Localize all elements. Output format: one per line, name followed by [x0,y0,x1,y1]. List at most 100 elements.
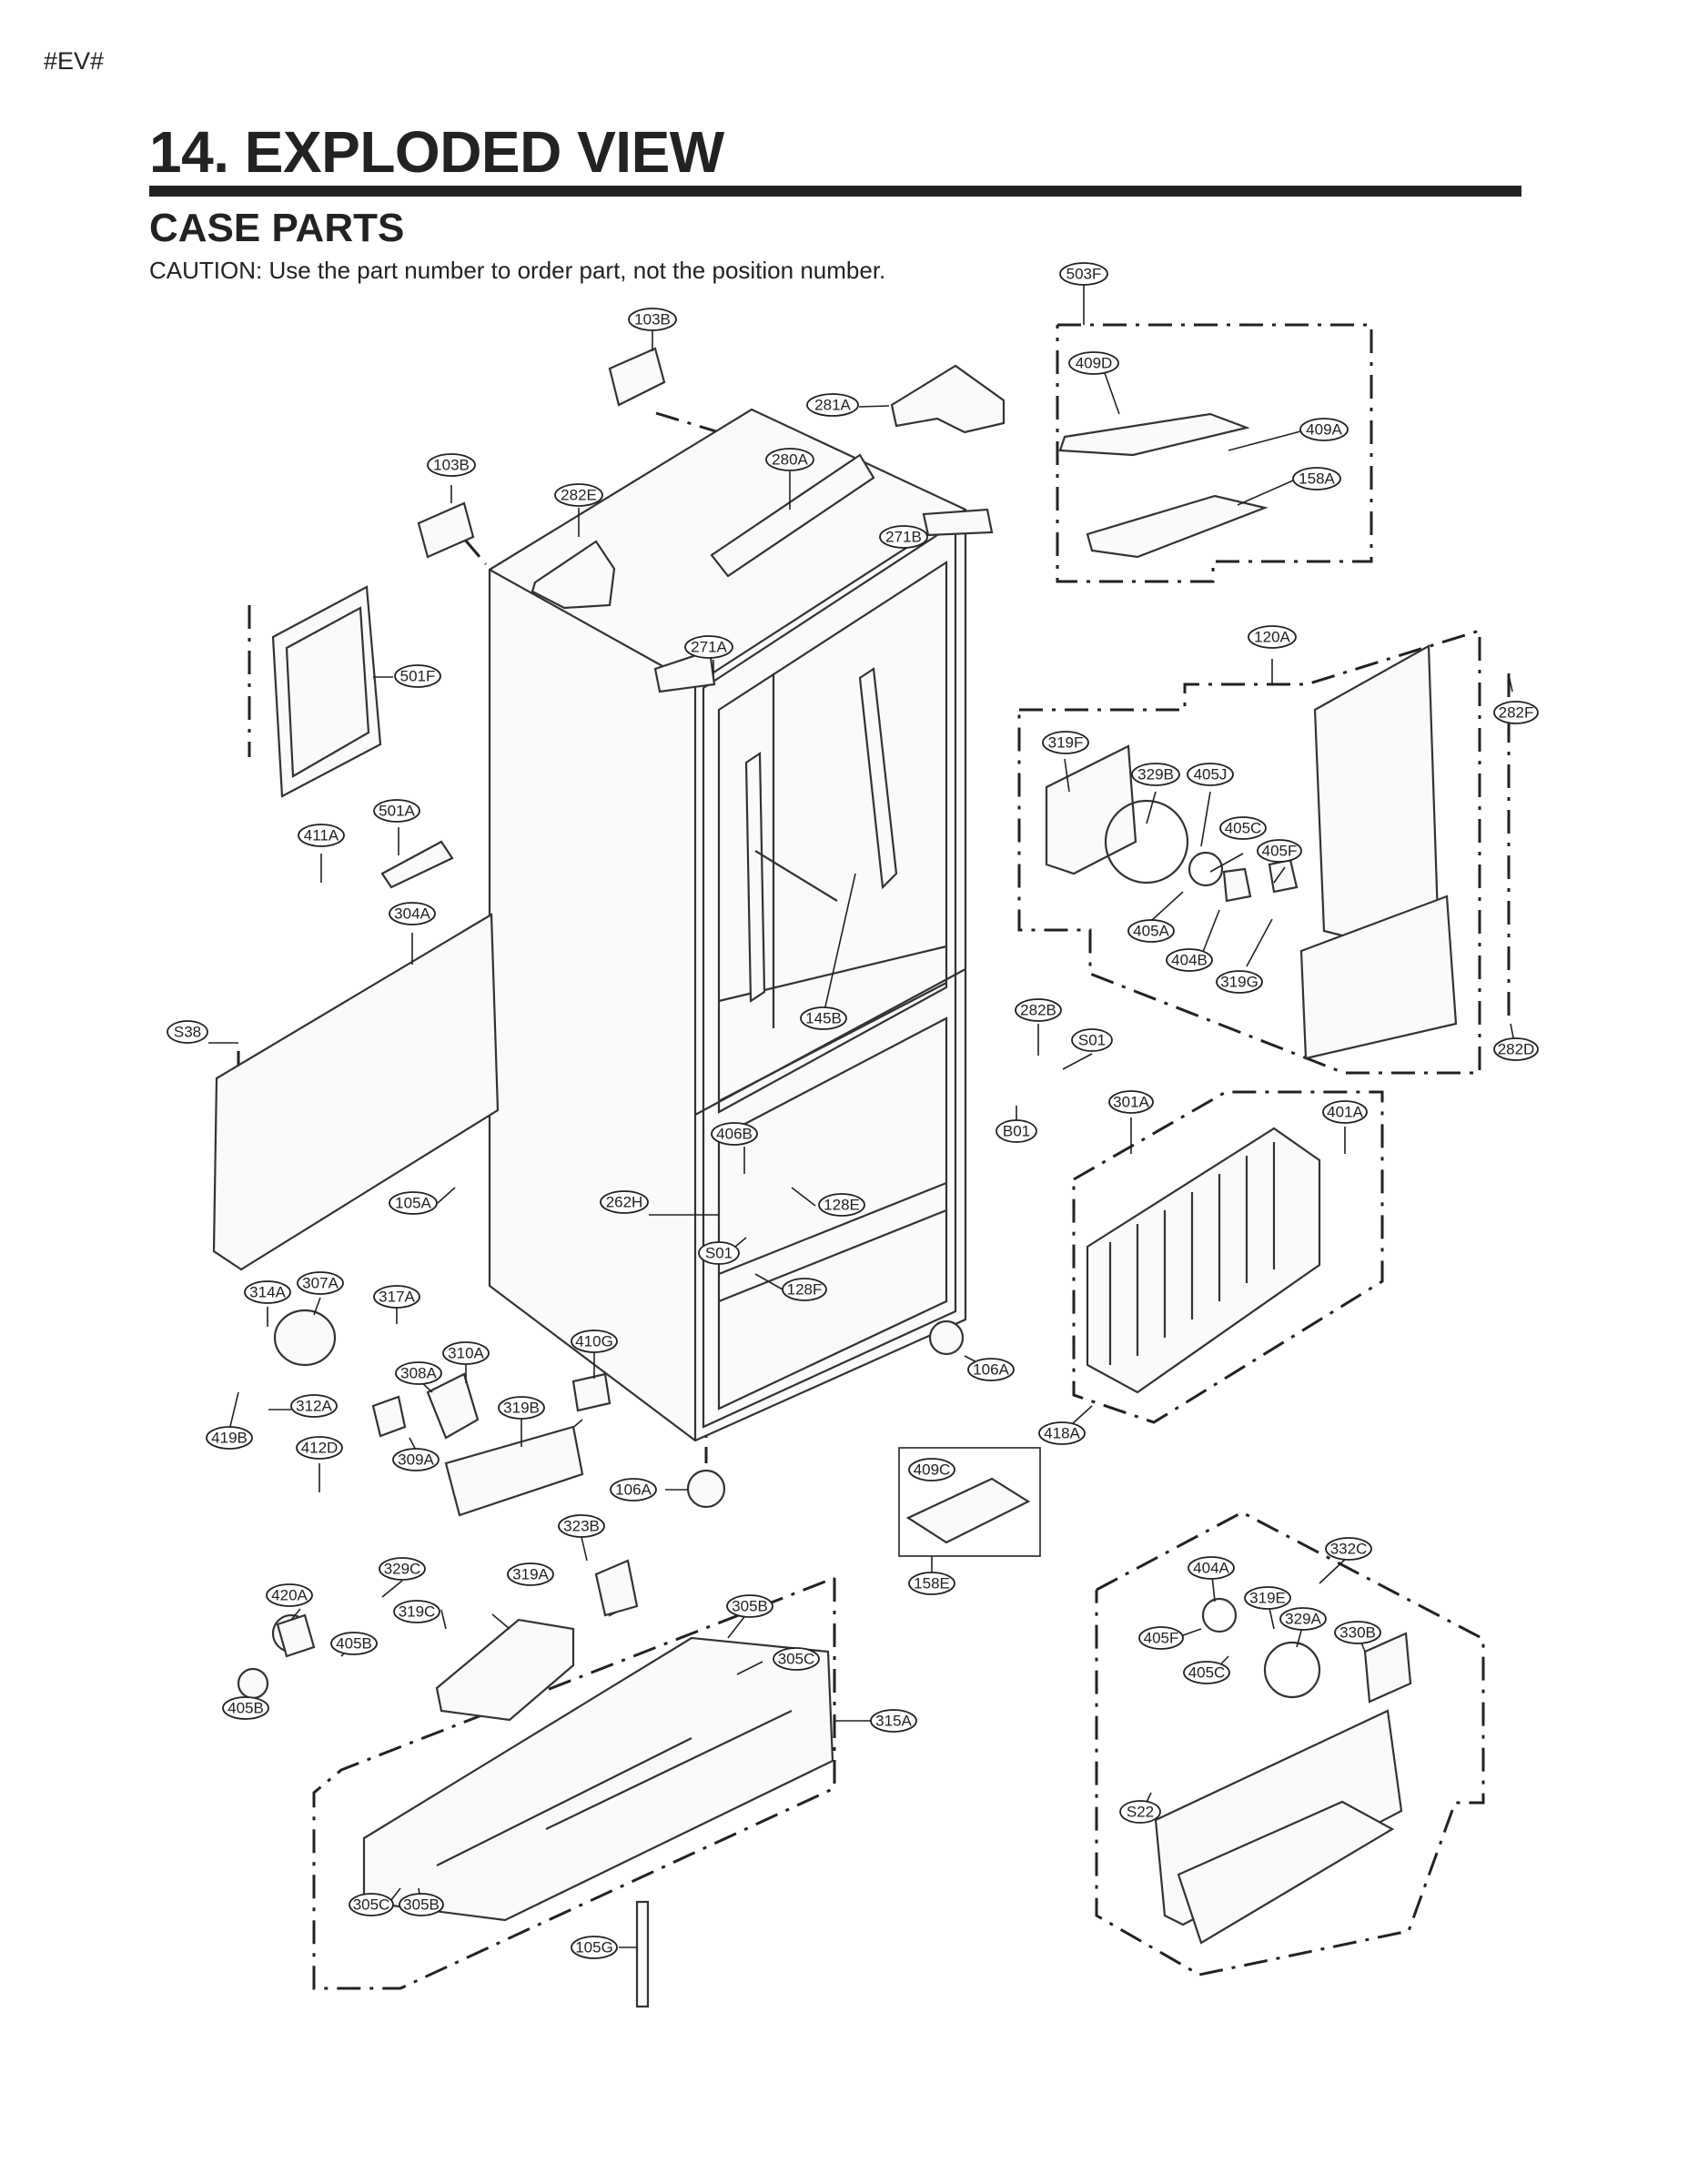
callout-418a: 418A [1038,1421,1086,1445]
svg-text:128E: 128E [824,1197,860,1214]
svg-text:128F: 128F [787,1281,823,1299]
svg-text:406B: 406B [716,1126,753,1143]
svg-text:503F: 503F [1066,266,1102,283]
svg-text:281A: 281A [814,397,851,414]
callout-282d: 282D [1493,1037,1539,1061]
duct-panel [1045,644,1458,1060]
callout-329b: 329B [1131,763,1180,786]
svg-text:404B: 404B [1171,952,1208,969]
callout-405f-upper: 405F [1257,839,1302,863]
svg-text:405F: 405F [1144,1630,1179,1647]
group-boundary-315a [312,1576,836,1990]
top-hinge-parts [417,347,1006,693]
callout-409c: 409C [908,1458,955,1481]
callout-308a: 308A [395,1361,442,1385]
svg-text:418A: 418A [1044,1425,1080,1442]
svg-text:420A: 420A [271,1587,308,1604]
callout-282e: 282E [554,483,603,507]
svg-text:323B: 323B [563,1518,600,1535]
callout-405f-lower: 405F [1138,1626,1184,1650]
callout-401a: 401A [1322,1100,1368,1124]
svg-text:319A: 319A [512,1566,549,1583]
svg-text:319B: 319B [503,1400,540,1417]
callout-305b-upper: 305B [726,1594,773,1618]
svg-text:409C: 409C [914,1461,951,1479]
svg-text:411A: 411A [304,827,339,844]
callout-315a: 315A [870,1709,917,1733]
callout-s38: S38 [167,1020,208,1044]
evaporator [1086,1127,1321,1394]
svg-text:319C: 319C [399,1603,436,1621]
svg-text:280A: 280A [772,451,808,469]
callout-404b: 404B [1166,948,1213,972]
group-boundary-503f [1056,323,1373,583]
group-boundary-301a [1072,1090,1384,1424]
callout-409a: 409A [1299,418,1349,441]
callout-319c: 319C [393,1600,440,1623]
callout-319a: 319A [507,1562,554,1586]
cabinet-body [488,408,967,1442]
svg-text:307A: 307A [302,1275,339,1292]
svg-text:282D: 282D [1498,1041,1535,1058]
callout-501a: 501A [373,799,420,823]
callout-128e: 128E [818,1193,865,1217]
svg-text:271A: 271A [691,639,727,656]
callout-319g: 319G [1216,970,1263,994]
callout-262h: 262H [600,1190,649,1214]
svg-text:310A: 310A [448,1345,484,1362]
svg-text:305B: 305B [403,1896,440,1914]
svg-text:B01: B01 [1003,1123,1030,1140]
svg-text:S22: S22 [1127,1804,1154,1821]
svg-text:105A: 105A [395,1195,431,1212]
section-subtitle: CASE PARTS [149,206,405,250]
callout-281a: 281A [806,393,859,417]
svg-text:501A: 501A [379,803,415,820]
svg-text:282F: 282F [1499,704,1534,722]
svg-text:410G: 410G [575,1333,613,1350]
callout-329a: 329A [1279,1607,1327,1631]
lower-duct [1154,1597,1412,1945]
svg-text:319F: 319F [1048,734,1084,752]
callout-405b-upper: 405B [330,1632,378,1655]
callout-282f: 282F [1493,701,1539,724]
callout-312a: 312A [290,1394,338,1418]
callout-128f: 128F [782,1278,827,1301]
svg-text:103B: 103B [433,457,470,474]
callout-305c-upper: 305C [773,1647,820,1671]
callout-317a: 317A [373,1285,420,1309]
callout-103b-top: 103B [628,308,677,331]
callout-501f: 501F [394,664,441,688]
svg-text:282E: 282E [561,487,597,504]
svg-text:S38: S38 [174,1024,201,1041]
caution-note: CAUTION: Use the part number to order pa… [149,257,886,284]
callout-280a: 280A [765,448,814,471]
callout-158a: 158A [1292,467,1341,490]
svg-text:158A: 158A [1299,470,1335,488]
svg-text:308A: 308A [400,1365,437,1382]
svg-text:332C: 332C [1330,1541,1368,1558]
svg-text:404A: 404A [1193,1560,1229,1577]
svg-text:329B: 329B [1137,766,1174,784]
svg-text:106A: 106A [973,1361,1009,1379]
409c-tray [905,1477,1031,1544]
svg-text:401A: 401A [1327,1104,1363,1121]
svg-text:S01: S01 [705,1245,733,1262]
callout-330b: 330B [1334,1621,1381,1644]
callout-323b: 323B [558,1514,605,1538]
callout-106a-center: 106A [610,1478,657,1502]
callout-b01: B01 [996,1119,1037,1143]
callout-105a: 105A [389,1191,438,1215]
svg-text:501F: 501F [400,668,436,685]
svg-text:412D: 412D [301,1440,339,1457]
svg-text:312A: 312A [296,1398,332,1415]
callout-409d: 409D [1068,351,1119,375]
svg-text:409D: 409D [1076,355,1113,372]
svg-text:405F: 405F [1262,843,1298,860]
svg-text:120A: 120A [1254,629,1290,646]
callout-420a: 420A [266,1583,313,1607]
svg-text:105G: 105G [575,1939,613,1956]
callout-405c-upper: 405C [1219,816,1267,840]
svg-text:106A: 106A [615,1481,652,1499]
svg-text:145B: 145B [805,1010,842,1027]
